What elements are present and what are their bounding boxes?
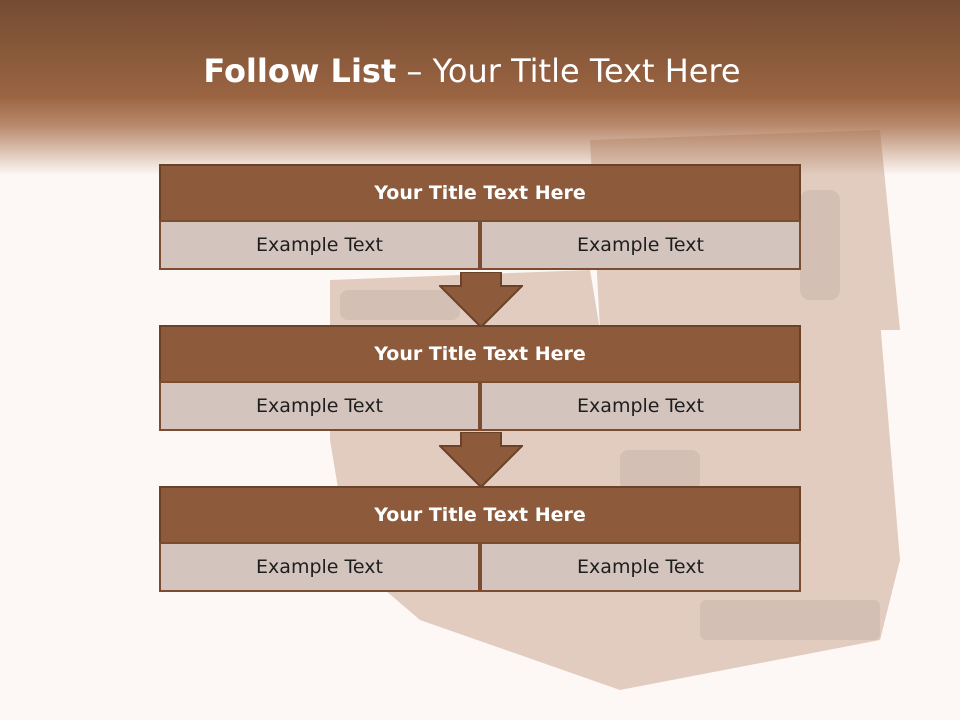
header-band: [0, 0, 960, 175]
slide-title-rest: – Your Title Text Here: [406, 52, 741, 90]
slide-title-bold: Follow List: [203, 52, 397, 90]
list-block-1: Your Title Text Here Example Text Exampl…: [159, 164, 801, 270]
block-cell-left: Example Text: [159, 381, 480, 431]
block-cell-left: Example Text: [159, 542, 480, 592]
down-arrow-icon: [439, 432, 523, 488]
list-block-3: Your Title Text Here Example Text Exampl…: [159, 486, 801, 592]
block-title: Your Title Text Here: [159, 164, 801, 222]
block-cell-right: Example Text: [480, 220, 801, 270]
block-title: Your Title Text Here: [159, 325, 801, 383]
block-cell-left: Example Text: [159, 220, 480, 270]
list-block-2: Your Title Text Here Example Text Exampl…: [159, 325, 801, 431]
down-arrow-icon: [439, 272, 523, 328]
block-cell-right: Example Text: [480, 381, 801, 431]
slide-title: Follow List – Your Title Text Here: [0, 52, 944, 90]
block-cell-right: Example Text: [480, 542, 801, 592]
block-title: Your Title Text Here: [159, 486, 801, 544]
